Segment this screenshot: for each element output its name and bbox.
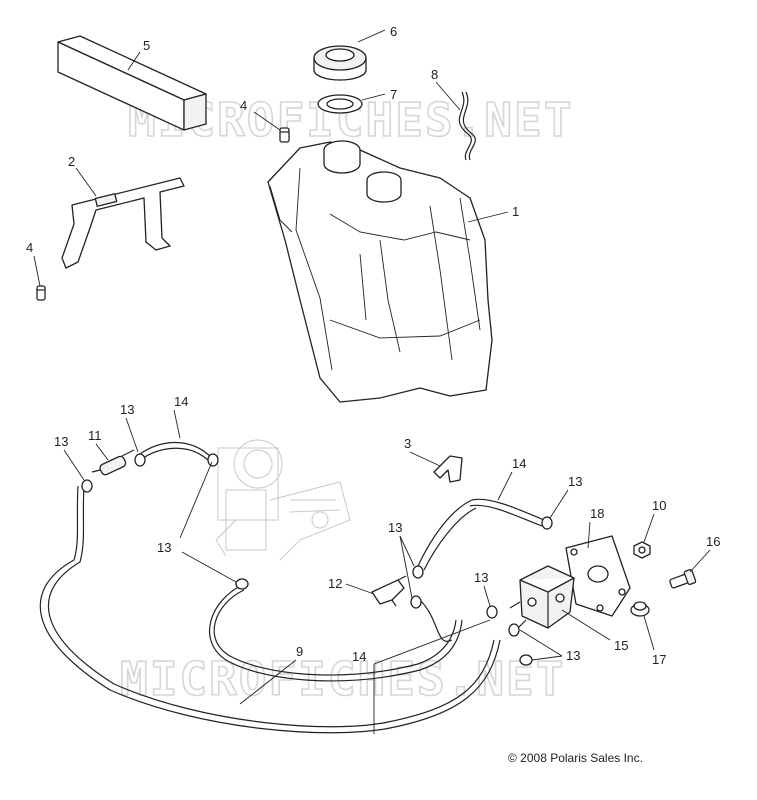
fuel-tank-part xyxy=(267,140,493,403)
callout-10: 10 xyxy=(652,498,666,513)
callout-11: 11 xyxy=(88,428,102,443)
callout-13-d: 13 xyxy=(568,474,582,489)
callout-13-e: 13 xyxy=(388,520,402,535)
watermark-bottom: MICROFICHES.NET xyxy=(120,652,565,706)
callout-12: 12 xyxy=(328,576,342,591)
mount-bolt-part xyxy=(669,568,697,589)
leader-lines xyxy=(33,29,711,734)
callout-5: 5 xyxy=(143,38,150,53)
callout-16: 16 xyxy=(706,534,720,549)
tee-fitting-part xyxy=(371,575,407,607)
mount-plate-part xyxy=(565,535,631,617)
nut-part xyxy=(633,541,651,559)
fuel-pump-part xyxy=(509,565,575,629)
engine-ghost xyxy=(215,439,351,561)
callout-14-upper: 14 xyxy=(174,394,188,409)
hose-clamps xyxy=(81,453,553,666)
callout-14-right: 14 xyxy=(512,456,526,471)
callout-18: 18 xyxy=(590,506,604,521)
callout-14-lower: 14 xyxy=(352,649,366,664)
callout-7: 7 xyxy=(390,87,397,102)
callout-2: 2 xyxy=(68,154,75,169)
callout-8: 8 xyxy=(431,67,438,82)
grommet-part xyxy=(630,601,650,617)
callout-4-upper: 4 xyxy=(240,98,247,113)
inline-fuel-filter-part xyxy=(91,449,135,476)
clip-bracket-part xyxy=(433,455,463,483)
fuel-hoses xyxy=(39,441,545,734)
callout-15: 15 xyxy=(614,638,628,653)
callout-13-b: 13 xyxy=(54,434,68,449)
fuel-cap-part xyxy=(313,45,367,81)
callout-6: 6 xyxy=(390,24,397,39)
tank-bracket-part xyxy=(61,177,185,269)
callout-4-lower: 4 xyxy=(26,240,33,255)
vent-hose-part xyxy=(458,91,472,161)
copyright-notice: © 2008 Polaris Sales Inc. xyxy=(508,751,643,765)
callout-1: 1 xyxy=(512,204,519,219)
foam-block-part xyxy=(57,35,207,131)
callout-17: 17 xyxy=(652,652,666,667)
bolt-upper-part xyxy=(279,127,290,143)
callout-13-f: 13 xyxy=(474,570,488,585)
callout-13-a: 13 xyxy=(120,402,134,417)
callout-9: 9 xyxy=(296,644,303,659)
callout-13-g: 13 xyxy=(566,648,580,663)
gasket-ring-part xyxy=(317,94,363,114)
callout-3: 3 xyxy=(404,436,411,451)
callout-13-c: 13 xyxy=(157,540,171,555)
bolt-lower-part xyxy=(36,285,46,301)
